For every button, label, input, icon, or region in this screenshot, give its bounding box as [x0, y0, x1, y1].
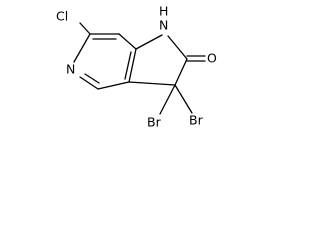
- bromine-atom-label-2: Br: [189, 113, 204, 128]
- bond-n1-c2: [167, 35, 188, 60]
- bond-c4-n5: [79, 76, 99, 90]
- bromine-atom-label-1: Br: [147, 115, 162, 130]
- pyridine-nitrogen-label: N: [66, 62, 75, 77]
- bond-c7-c7a: [118, 33, 137, 50]
- bond-c6-cl: [79, 22, 91, 35]
- chemical-structure-diagram: Cl H N O N Br Br: [56, 4, 217, 130]
- bond-n5-c6: [73, 33, 91, 63]
- bond-c3-br2: [174, 84, 193, 114]
- carbonyl-oxygen-label: O: [207, 51, 217, 66]
- bond-c7a-c3a-inner: [124, 51, 132, 80]
- bond-c3-c3a: [128, 81, 176, 86]
- bond-c2-c3: [174, 58, 188, 86]
- bond-c3a-c4: [97, 81, 130, 90]
- nh-hydrogen-label: H: [159, 4, 168, 19]
- bond-c7a-c3a: [128, 48, 137, 83]
- bond-c4-n5-inner: [84, 73, 100, 84]
- bond-c7a-n1: [135, 34, 163, 50]
- chlorine-atom-label: Cl: [56, 9, 68, 24]
- nh-nitrogen-label: N: [159, 18, 168, 33]
- bond-c3-br1: [159, 84, 176, 115]
